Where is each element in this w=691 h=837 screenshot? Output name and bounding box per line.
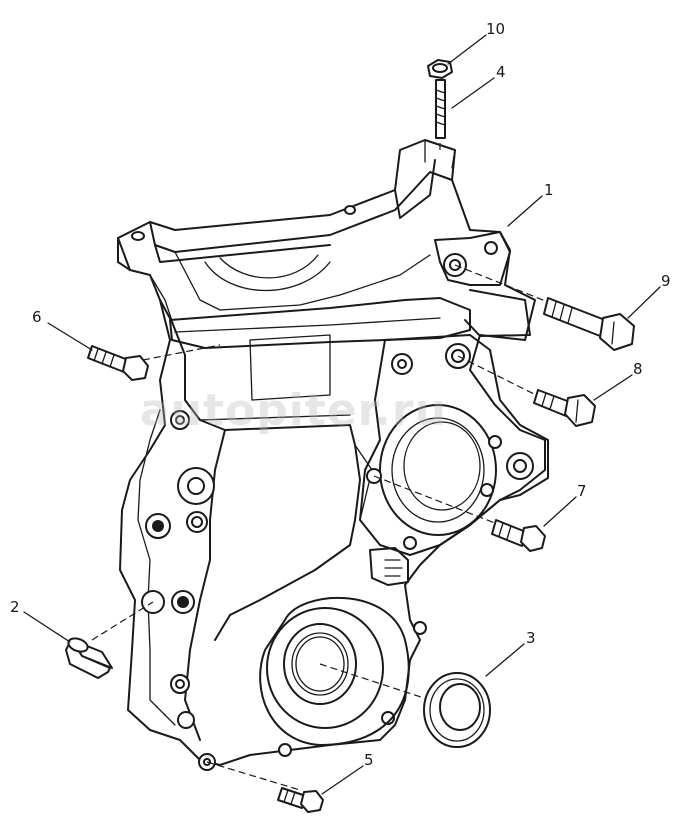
callout-7: 7 — [577, 482, 587, 500]
timing-cover — [117, 139, 549, 771]
callout-6: 6 — [32, 308, 42, 326]
callout-10: 10 — [486, 20, 505, 38]
leader-lines — [23, 34, 661, 795]
bolt-part-6 — [87, 345, 149, 381]
bolt-part-7 — [491, 519, 546, 552]
watermark-text: autopiter.ru — [140, 385, 447, 436]
bolt-part-8 — [533, 389, 596, 427]
callout-9: 9 — [661, 272, 671, 290]
callout-5: 5 — [364, 751, 374, 769]
callout-4: 4 — [496, 63, 506, 81]
callout-2: 2 — [10, 598, 20, 616]
callout-1: 1 — [544, 181, 554, 199]
bolt-part-9 — [543, 297, 635, 351]
bolt-part-5 — [277, 787, 324, 813]
callout-labels: 10 4 1 9 8 7 6 2 3 5 — [10, 20, 671, 769]
stud-part-4 — [435, 79, 446, 139]
callout-3: 3 — [526, 629, 536, 647]
callout-8: 8 — [633, 360, 643, 378]
nut-part-10 — [427, 59, 453, 79]
oil-seal-part-3 — [423, 672, 491, 748]
dowel-part-2 — [65, 637, 113, 679]
